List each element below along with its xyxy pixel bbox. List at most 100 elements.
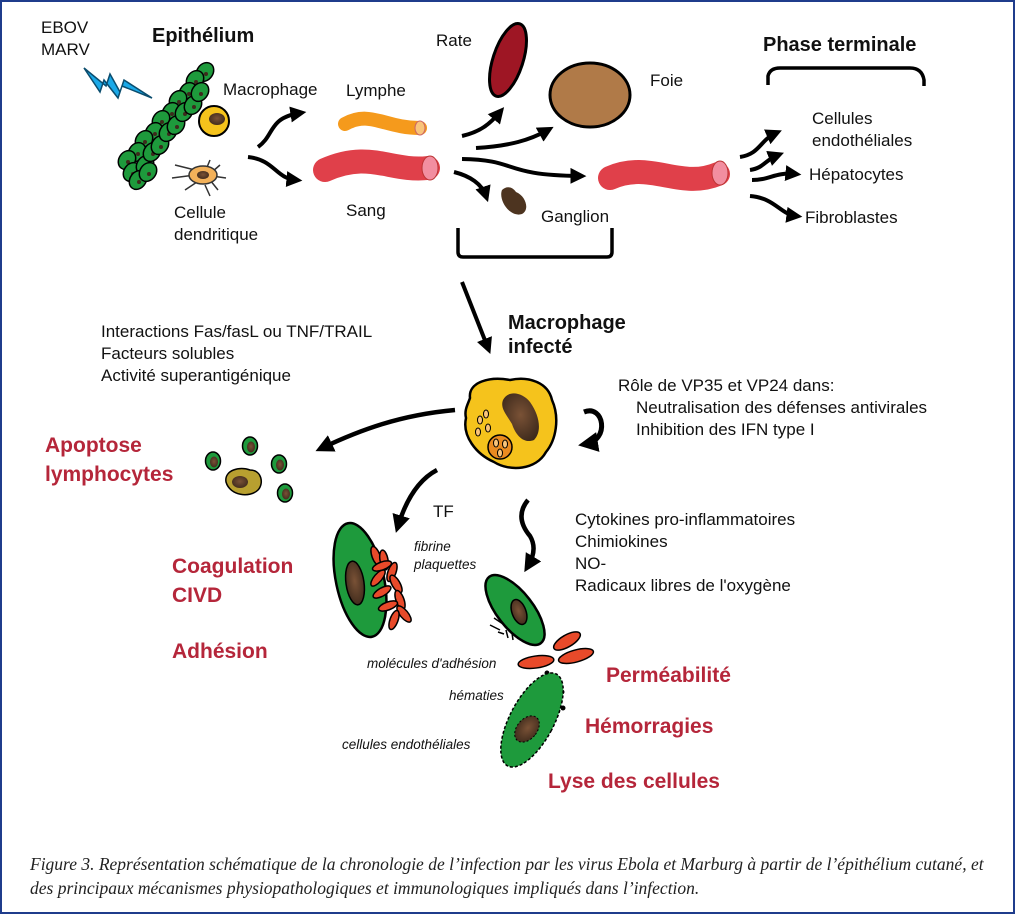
infected-macrophage-icon [464,377,558,470]
platelet [370,569,386,587]
endothelial-cells-label: cellules endothéliales [342,737,471,752]
infected-macrophage-line2: infecté [508,336,573,358]
arrow-to-endothelium [519,498,542,573]
blood-label: Sang [346,201,386,220]
dendritic-line2: dendritique [174,225,259,244]
platelet [377,600,399,612]
lymph-node-label: Ganglion [541,207,610,226]
mechanism-item: Activité superantigénique [101,366,291,385]
mechanism-item: Interactions Fas/fasL ou TNF/TRAIL [101,322,373,341]
arrow-to-endothelial-2 [749,150,784,172]
arrow-to-blood [247,155,303,188]
macrophage-icon [198,105,230,137]
apoptosis-line1: Apoptose [45,434,142,457]
virus-label: EBOV MARV [41,17,90,61]
spleen-icon [488,22,528,98]
outcome-permeability: Perméabilité [606,664,731,687]
vp-role-title: Rôle de VP35 et VP24 dans: [618,376,835,395]
epithelial-nucleus [192,105,196,109]
endothelial-cell-coagulation-icon [332,521,412,639]
mechanism-item: Facteurs solubles [101,344,235,363]
epithelial-nucleus [187,92,191,96]
platelet [396,605,412,623]
epithelial-nucleus [137,180,141,184]
dendritic-line1: Cellule [174,203,226,222]
epithelial-nucleus [204,72,208,76]
macrophage-label: Macrophage [223,80,318,99]
epithelial-nucleus [177,100,181,104]
mediators-list: Cytokines pro-inflammatoires Chimiokines… [575,509,795,597]
liver-label: Foie [650,71,684,90]
epithelial-nucleus [126,160,130,164]
arrow-to-spleen [461,107,505,138]
organs-bracket [456,228,614,259]
mediator-item: Chimiokines [575,532,668,551]
outcome-coagulation: Coagulation CIVD [172,552,293,610]
epithelial-nucleus [199,92,203,96]
epithelial-nucleus [160,120,164,124]
epithelial-cell [190,81,210,103]
epithelium-cells-icon [117,61,215,191]
epithelial-nucleus [136,152,140,156]
terminal-target-fibroblasts: Fibroblastes [805,208,898,227]
dendritic-cell-icon [171,159,227,197]
arrow-to-fibroblasts [749,194,803,223]
terminal-bracket [766,66,926,86]
epithelial-cell [138,161,158,183]
fibrin-label: fibrine [414,539,451,554]
red-cells-label: hématies [449,688,504,703]
terminal-target-endothelial: Cellules endothéliales [812,108,912,152]
epithelial-nucleus [153,132,157,136]
arrow-to-infected-macrophage [460,281,492,354]
epithelial-nucleus [194,80,198,84]
apoptosis-line2: lymphocytes [45,463,174,486]
arrow-to-lymph [256,106,307,149]
arrow-to-liver [475,126,554,150]
epithelium-title: Epithélium [152,25,255,47]
vp-role-block: Rôle de VP35 et VP24 dans: Neutralisatio… [618,375,927,441]
outcome-hemorrhage: Hémorragies [585,715,714,738]
outcome-adhesion: Adhésion [172,640,268,663]
adhesion-molecules-label: molécules d'adhésion [367,656,497,671]
vp-role-item: Inhibition des IFN type I [636,420,815,439]
endothelial-cell-permeability-icon [484,573,546,647]
arrow-to-blood2 [461,157,587,184]
outcome-lysis: Lyse des cellules [548,770,720,793]
epithelial-nucleus [170,112,174,116]
terminal-phase-title: Phase terminale [763,34,917,56]
epithelial-nucleus [175,125,179,129]
lymphocytes-icon [204,436,294,503]
arrow-to-endothelial [739,129,782,159]
blood-vessel-icon [313,149,440,182]
endothelial-cell-lysis-icon [500,672,564,768]
arrow-to-lymph-node [453,170,491,203]
spleen-label: Rate [436,31,472,50]
dendritic-cell-label: Cellule dendritique [174,202,258,246]
apoptosis-mechanisms-list: Interactions Fas/fasL ou TNF/TRAIL Facte… [101,321,372,387]
infected-macrophage-title: Macrophage infecté [508,311,626,359]
mediator-item: NO- [575,554,607,573]
arrow-to-apoptosis [315,407,456,452]
tf-label: TF [433,502,454,521]
coagulation-line2: CIVD [172,584,223,607]
lymph-node-icon [501,187,527,215]
arrow-to-coagulation [392,468,439,533]
coagulation-line1: Coagulation [172,555,294,578]
vp-role-item: Neutralisation des défenses antivirales [636,398,928,417]
arrow-to-hepatocytes [751,165,802,182]
epithelial-nucleus [159,145,163,149]
lymph-vessel-icon [338,111,427,136]
virus-ebov: EBOV [41,18,89,37]
target-endothelial-line1: Cellules [812,109,873,128]
mediator-item: Cytokines pro-inflammatoires [575,510,796,529]
platelet [388,609,400,631]
platelet [372,585,392,599]
figure-caption: Figure 3. Représentation schématique de … [30,854,984,898]
platelets-label: plaquettes [414,557,477,572]
virus-lightning-icon [83,67,153,100]
virus-marv: MARV [41,40,90,59]
autocrine-loop-arrow [578,408,604,452]
terminal-target-hepatocytes: Hépatocytes [809,165,904,184]
outcome-apoptosis: Apoptose lymphocytes [45,431,173,489]
